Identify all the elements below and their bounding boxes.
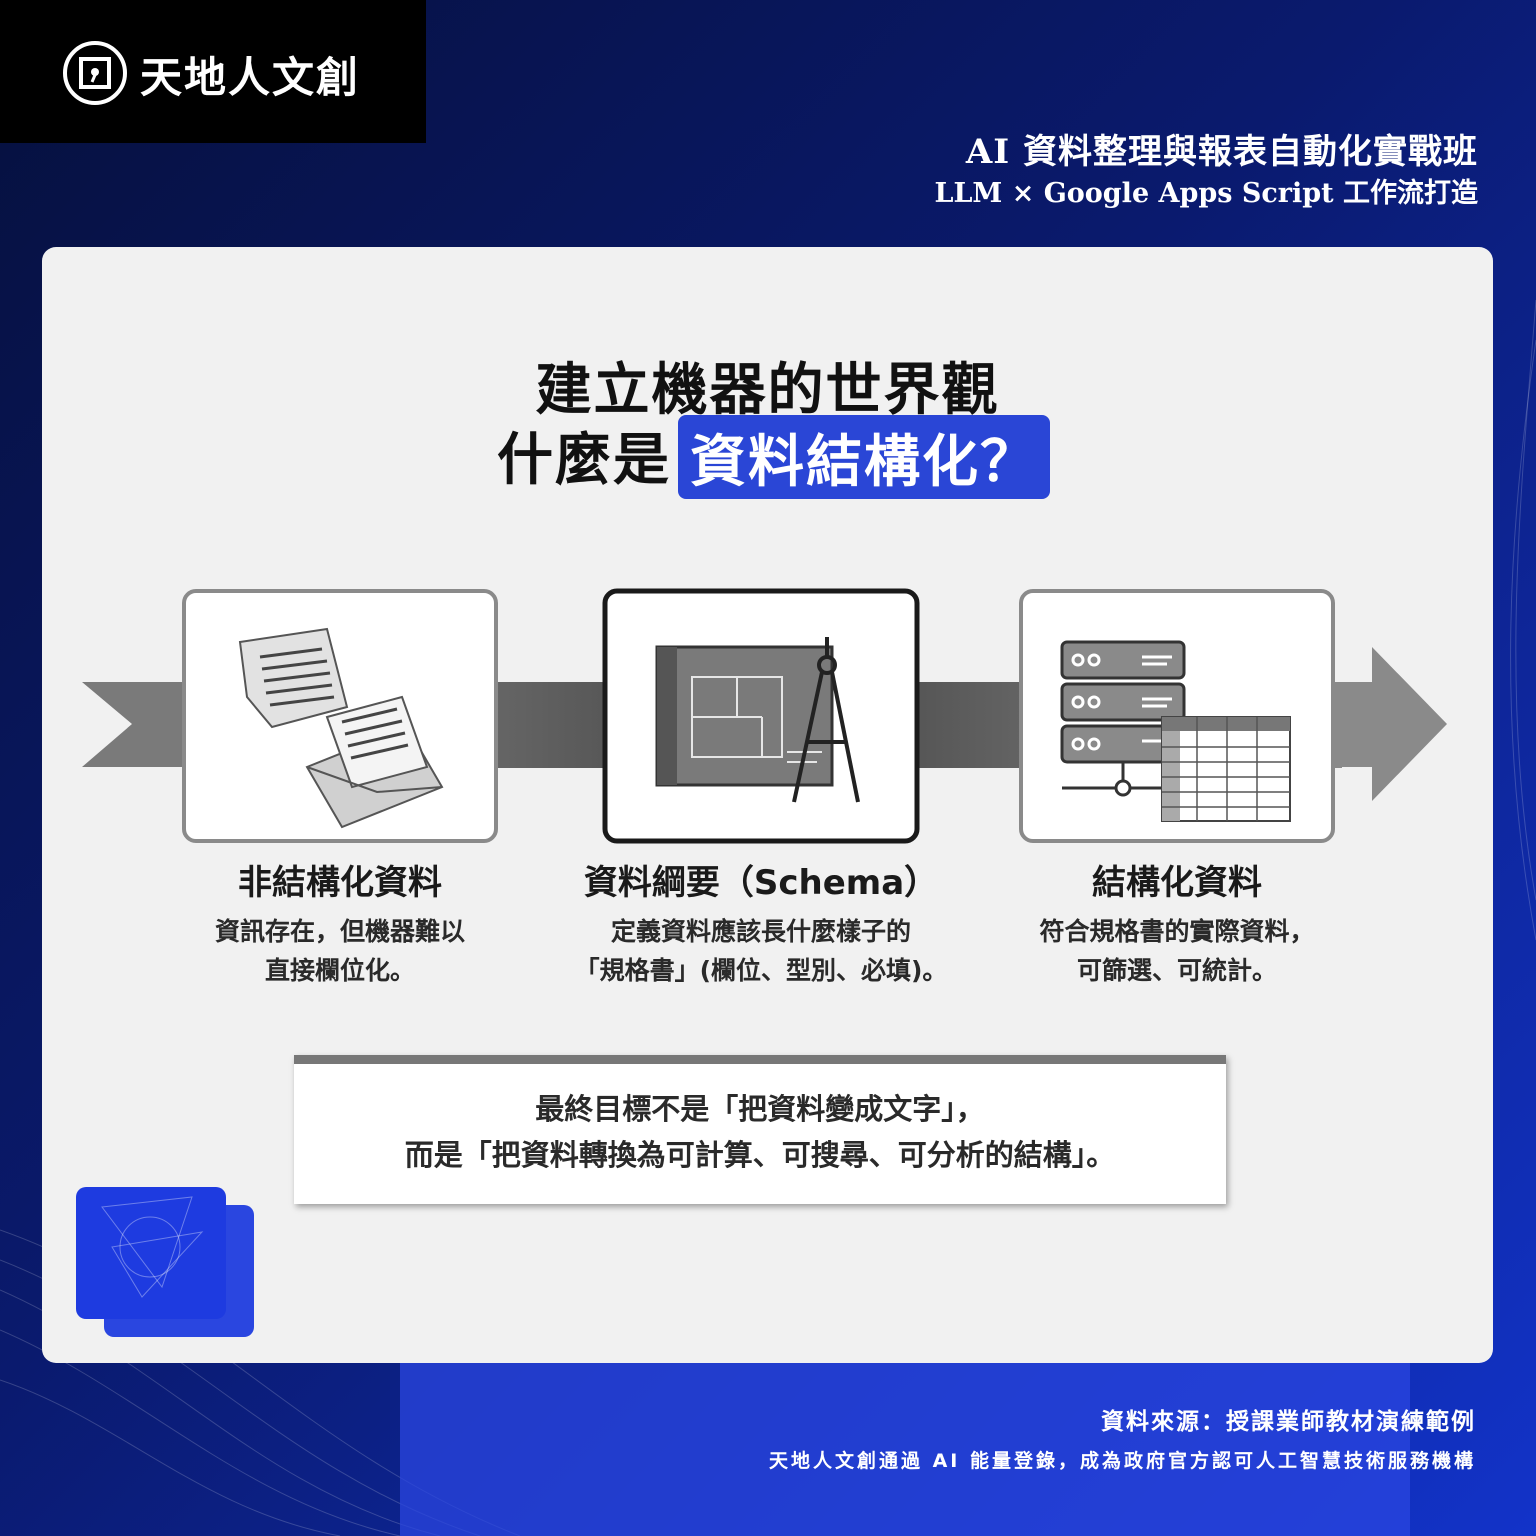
content-card: 建立機器的世界觀 什麼是 資料結構化？ — [42, 247, 1493, 1363]
step-title-unstructured: 非結構化資料 — [238, 863, 442, 903]
blueprint-compass-icon — [655, 637, 860, 803]
footer-note: 天地人文創通過 AI 能量登錄，成為政府官方認可人工智慧技術服務機構 — [768, 1450, 1476, 1472]
quote-line1: 最終目標不是「把資料變成文字」， — [535, 1092, 985, 1126]
step-desc-line: 直接欄位化。 — [264, 956, 415, 985]
summary-quote: 最終目標不是「把資料變成文字」， 而是「把資料轉換為可計算、可搜尋、可分析的結構… — [294, 1055, 1226, 1204]
step-desc-line: 可篩選、可統計。 — [1076, 956, 1277, 985]
step-box-structured — [1019, 589, 1335, 843]
step-desc-line: 定義資料應該長什麼樣子的 — [610, 917, 911, 946]
course-title: AI 資料整理與報表自動化實戰班 — [965, 132, 1478, 172]
heading-highlight: 資料結構化？ — [678, 415, 1050, 499]
step-desc-schema: 定義資料應該長什麼樣子的 「規格書」(欄位、型別、必填)。 — [551, 912, 971, 990]
step-desc-unstructured: 資訊存在，但機器難以 直接欄位化。 — [130, 912, 550, 990]
step-desc-line: 資訊存在，但機器難以 — [214, 917, 465, 946]
decor-squares — [76, 1187, 254, 1337]
process-flow — [76, 588, 1447, 1337]
step-title-structured: 結構化資料 — [1092, 863, 1262, 903]
step-box-unstructured — [182, 589, 498, 843]
server-table-icon — [1060, 640, 1291, 822]
footer-source: 資料來源：授課業師教材演練範例 — [1101, 1408, 1476, 1435]
documents-envelope-icon — [238, 627, 444, 829]
course-subtitle: LLM × Google Apps Script 工作流打造 — [934, 178, 1478, 209]
step-desc-structured: 符合規格書的實際資料， 可篩選、可統計。 — [967, 912, 1387, 990]
course-info: AI 資料整理與報表自動化實戰班 LLM × Google Apps Scrip… — [934, 130, 1478, 214]
step-title-schema: 資料綱要（Schema） — [583, 863, 939, 903]
brand-name: 天地人文創 — [140, 53, 361, 102]
brand-header: 天地人文創 — [0, 0, 426, 143]
logo-icon — [63, 41, 127, 105]
step-box-schema — [602, 588, 920, 844]
quote-line2: 而是「把資料轉換為可計算、可搜尋、可分析的結構」。 — [404, 1138, 1116, 1172]
step-desc-line: 符合規格書的實際資料， — [1039, 917, 1315, 946]
step-desc-line: 「規格書」(欄位、型別、必填)。 — [574, 956, 948, 985]
heading-line1: 建立機器的世界觀 — [535, 358, 1000, 423]
heading-line2-prefix: 什麼是 — [497, 428, 671, 493]
